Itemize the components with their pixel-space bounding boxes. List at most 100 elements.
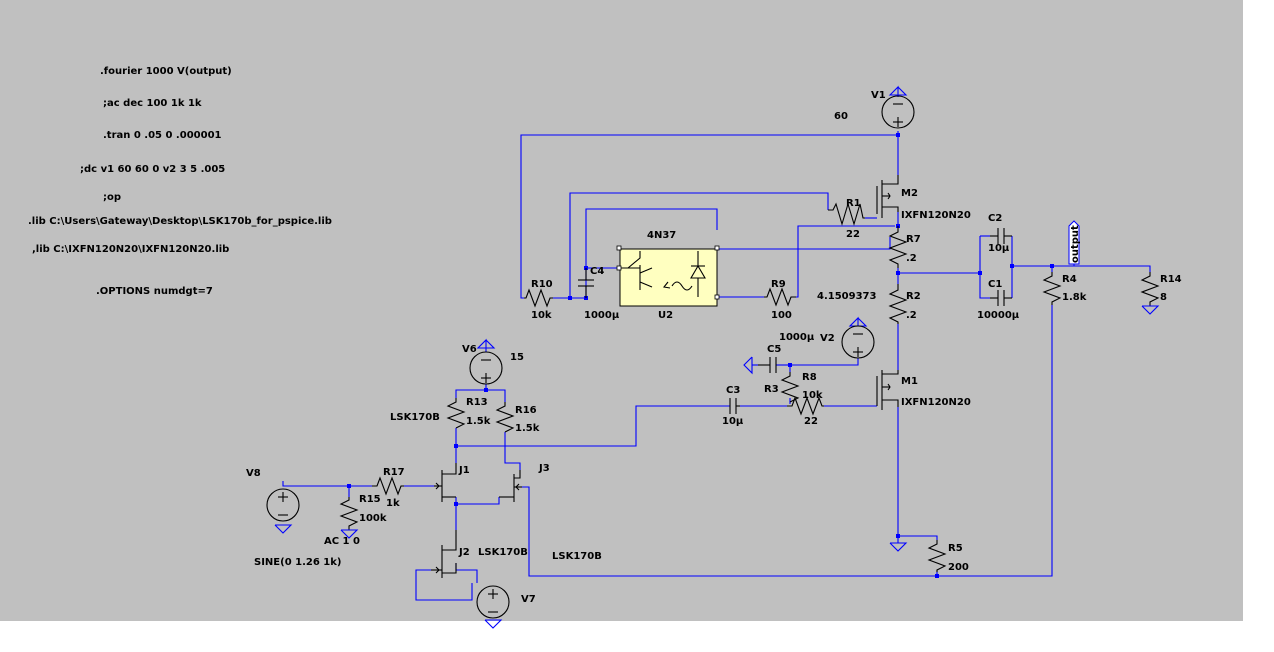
r2-value: .2	[906, 310, 917, 321]
capacitor-c1[interactable]: C1 10000µ	[977, 279, 1020, 321]
r16-label: R16	[515, 405, 537, 416]
c2-value: 10µ	[988, 243, 1010, 254]
resistor-r4[interactable]: R4 1.8k	[1042, 272, 1087, 305]
j3-label: J3	[538, 463, 550, 474]
jfet-j3[interactable]: J3	[499, 463, 550, 502]
c4-value: 1000µ	[584, 310, 620, 321]
node-voltage-label: 4.1509373	[817, 291, 877, 302]
v8-ac: AC 1 0	[324, 536, 360, 547]
c3-value: 10µ	[722, 416, 744, 427]
directive-op[interactable]: ;op	[103, 192, 121, 203]
m2-model: IXFN120N20	[901, 210, 971, 221]
source-v2[interactable]: V2 1000µ	[779, 316, 875, 359]
jfet-j1[interactable]: J1	[434, 463, 470, 502]
mosfet-m1[interactable]: M1 IXFN120N20	[876, 370, 971, 410]
output-net-text: output	[1070, 225, 1081, 263]
resistor-r3[interactable]: R3 22	[764, 384, 824, 427]
u2-part: 4N37	[647, 230, 676, 241]
directive-dc[interactable]: ;dc v1 60 60 0 v2 3 5 .005	[80, 164, 225, 175]
r13-value: 1.5k	[466, 416, 491, 427]
source-v8[interactable]: V8 AC 1 0 SINE(0 1.26 1k)	[246, 468, 360, 568]
ground-symbol	[889, 542, 908, 552]
resistor-r8[interactable]: R8 10k	[780, 372, 823, 403]
r14-label: R14	[1160, 274, 1182, 285]
r2-label: R2	[906, 291, 921, 302]
resistor-r13[interactable]: R13 1.5k	[446, 397, 491, 429]
r7-value: .2	[906, 253, 917, 264]
r9-label: R9	[771, 279, 786, 290]
resistor-r16[interactable]: R16 1.5k	[495, 402, 540, 434]
r15-label: R15	[359, 494, 381, 505]
v1-value: 60	[834, 111, 848, 122]
j2-label: J2	[458, 547, 470, 558]
resistor-r15[interactable]: R15 100k	[339, 494, 387, 539]
junction-dots	[347, 133, 1054, 578]
v1-label: V1	[871, 90, 886, 101]
source-v6[interactable]: V6 15	[462, 338, 524, 385]
directive-options[interactable]: .OPTIONS numdgt=7	[96, 286, 213, 297]
m1-model: IXFN120N20	[901, 397, 971, 408]
directive-tran[interactable]: .tran 0 .05 0 .000001	[103, 130, 222, 141]
j2-model: LSK170B	[478, 547, 528, 558]
r3-value: 22	[804, 416, 818, 427]
v6-value: 15	[510, 352, 524, 363]
r4-value: 1.8k	[1062, 292, 1087, 303]
c1-value: 10000µ	[977, 310, 1020, 321]
r13-label: R13	[466, 397, 488, 408]
capacitor-c3[interactable]: C3 10µ	[722, 385, 744, 427]
source-v7[interactable]: V7	[476, 585, 536, 629]
wires	[282, 131, 1151, 601]
r17-value: 1k	[386, 498, 400, 509]
v8-sine: SINE(0 1.26 1k)	[254, 557, 341, 568]
resistor-r7[interactable]: R7 .2	[888, 226, 921, 268]
j3-model: LSK170B	[552, 551, 602, 562]
v2-label: V2	[820, 333, 835, 344]
resistor-r10[interactable]: R10 10k	[524, 279, 553, 321]
resistor-r5[interactable]: R5 200	[927, 540, 969, 573]
net-label-output[interactable]: output	[1068, 220, 1081, 265]
directive-fourier[interactable]: .fourier 1000 V(output)	[100, 66, 232, 77]
j1-label: J1	[458, 465, 470, 476]
c3-label: C3	[726, 385, 740, 396]
r5-label: R5	[948, 543, 963, 554]
u2-label: U2	[658, 310, 673, 321]
resistor-r2[interactable]: R2 .2	[888, 284, 921, 324]
directive-ac[interactable]: ;ac dec 100 1k 1k	[103, 98, 202, 109]
r7-label: R7	[906, 234, 921, 245]
r14-value: 8	[1160, 292, 1167, 303]
capacitor-c5[interactable]: C5	[743, 344, 781, 375]
directive-lib-lsk170b[interactable]: .lib C:\Users\Gateway\Desktop\LSK170b_fo…	[28, 216, 332, 227]
resistor-r17[interactable]: R17 1k	[372, 467, 405, 509]
r10-label: R10	[531, 279, 553, 290]
r1-value: 22	[846, 229, 860, 240]
r17-label: R17	[383, 467, 405, 478]
r16-value: 1.5k	[515, 423, 540, 434]
r3-label: R3	[764, 384, 779, 395]
v8-label: V8	[246, 468, 261, 479]
r15-value: 100k	[359, 513, 387, 524]
m2-label: M2	[901, 188, 918, 199]
r10-value: 10k	[531, 310, 552, 321]
v7-label: V7	[521, 594, 536, 605]
resistor-r1[interactable]: R1 22	[828, 198, 865, 240]
r9-value: 100	[771, 310, 792, 321]
schematic-canvas[interactable]	[0, 0, 1243, 621]
v2-value: 1000µ	[779, 332, 815, 343]
resistor-r9[interactable]: R9 100	[764, 279, 796, 321]
capacitor-c4[interactable]: C4 1000µ	[578, 266, 620, 321]
capacitor-c2[interactable]: C2 10µ	[988, 213, 1012, 254]
c4-label: C4	[590, 266, 604, 277]
resistor-r14[interactable]: R14 8	[1140, 272, 1182, 315]
lsk170b-label-top: LSK170B	[390, 412, 440, 423]
r8-value: 10k	[802, 390, 823, 401]
r4-label: R4	[1062, 274, 1077, 285]
r1-label: R1	[846, 198, 861, 209]
optocoupler-u2[interactable]: 4N37 U2	[616, 230, 720, 321]
mosfet-m2[interactable]: M2 IXFN120N20	[876, 175, 971, 221]
source-v1[interactable]: V1 60	[834, 85, 915, 129]
directive-lib-ixfn[interactable]: ,lib C:\IXFN120N20\IXFN120N20.lib	[32, 244, 229, 255]
c2-label: C2	[988, 213, 1002, 224]
r5-value: 200	[948, 562, 969, 573]
jfet-j2[interactable]: J2 LSK170B	[431, 530, 528, 578]
